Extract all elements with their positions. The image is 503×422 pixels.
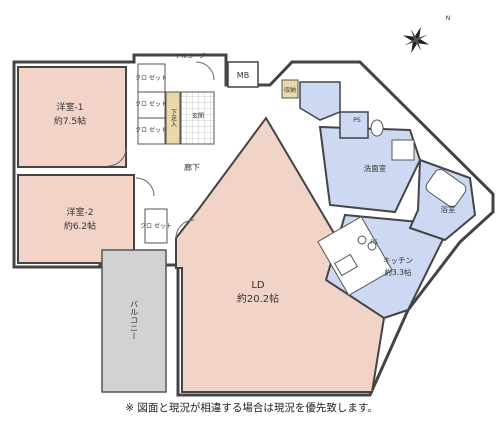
ps-label-2: PS bbox=[370, 239, 378, 246]
shoe-storage bbox=[165, 91, 181, 145]
bathroom-name: 浴室 bbox=[441, 204, 456, 214]
door-western-2 bbox=[135, 177, 155, 197]
closet-1b bbox=[137, 91, 166, 119]
kitchen-size: 約3.3帖 bbox=[385, 267, 412, 277]
disclaimer-note: ※ 図面と現況が相違する場合は現況を優先致します。 bbox=[125, 402, 378, 414]
room-western-1 bbox=[17, 66, 127, 168]
storage-name: 収納 bbox=[284, 86, 296, 94]
western-1-size: 約7.5帖 bbox=[54, 115, 86, 127]
mb-box bbox=[227, 61, 259, 88]
bathtub bbox=[425, 168, 467, 208]
washroom-name: 洗面室 bbox=[364, 163, 387, 173]
hallway-name: 廊下 bbox=[184, 162, 200, 172]
western-1-name: 洋室-1 bbox=[57, 101, 84, 113]
closet-label: クロ ゼット bbox=[140, 222, 172, 230]
ps-label-1: PS bbox=[353, 117, 361, 124]
compass-label: N bbox=[446, 15, 451, 22]
toilet bbox=[370, 119, 384, 137]
vanity bbox=[391, 139, 415, 161]
alcove-name: アルコーブ bbox=[175, 52, 204, 60]
stove-burner bbox=[367, 241, 377, 251]
shoe-storage-name: 下足入 bbox=[170, 109, 177, 127]
storage-box bbox=[281, 79, 299, 99]
mb-name: MB bbox=[237, 71, 249, 80]
toilet-room bbox=[339, 111, 369, 139]
western-2-size: 約6.2帖 bbox=[64, 220, 96, 232]
closet-2 bbox=[144, 208, 168, 244]
balcony bbox=[101, 249, 167, 393]
western-2-name: 洋室-2 bbox=[67, 206, 94, 218]
corridor-upper bbox=[299, 81, 341, 121]
kitchen-name: キッチン bbox=[383, 256, 413, 265]
stove-burner bbox=[357, 235, 367, 245]
closet-1a bbox=[137, 63, 166, 93]
balcony-name: バルコニー bbox=[130, 300, 139, 340]
closet-label: クロ ゼット bbox=[135, 126, 167, 134]
kitchen-counter bbox=[317, 215, 393, 297]
door-entrance bbox=[195, 61, 215, 81]
ld-name: LD bbox=[251, 280, 265, 291]
door-western-1 bbox=[107, 147, 127, 167]
kitchen-sink bbox=[334, 253, 358, 277]
closet-label: クロ ゼット bbox=[135, 100, 167, 108]
compass-icon bbox=[402, 26, 430, 54]
entrance bbox=[180, 91, 215, 145]
closet-1c bbox=[137, 117, 166, 145]
room-western-2 bbox=[17, 174, 135, 264]
closet-label: クロ ゼット bbox=[135, 74, 167, 82]
door-ld bbox=[175, 219, 195, 239]
room-ld bbox=[175, 116, 386, 393]
entrance-name: 玄関 bbox=[192, 112, 204, 120]
ld-size: 約20.2帖 bbox=[237, 292, 279, 305]
